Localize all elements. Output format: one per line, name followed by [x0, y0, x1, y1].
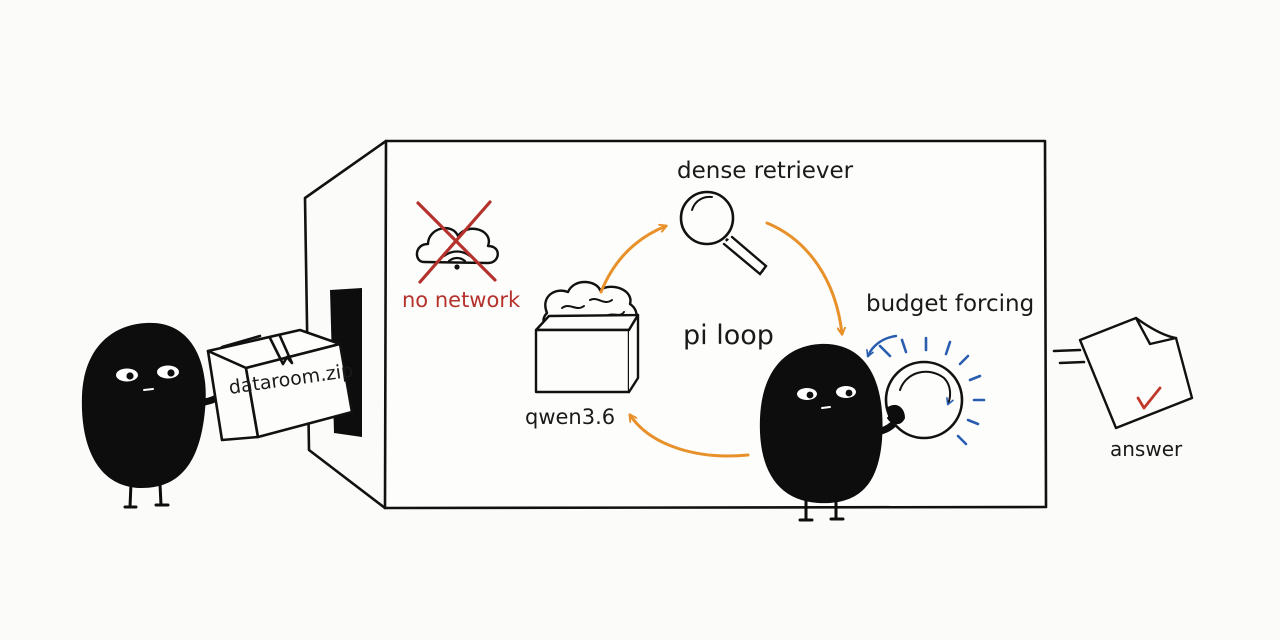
- pi-loop-label: pi loop: [683, 320, 774, 351]
- budget-dial-icon: [868, 334, 986, 446]
- sandbox-box: [303, 139, 1048, 510]
- dataroom-box-icon: [206, 328, 354, 442]
- arrow-retriever-to-budget: [765, 221, 842, 334]
- no-network-label: no network: [402, 288, 521, 312]
- magnifier-icon: [679, 190, 768, 276]
- model-label: qwen3.6: [525, 405, 616, 429]
- left-character: [81, 322, 226, 509]
- output-motion-lines: [1052, 348, 1086, 365]
- loop-arrows: [599, 221, 842, 458]
- answer-label: answer: [1110, 437, 1183, 461]
- dense-retriever-label: dense retriever: [677, 158, 854, 184]
- answer-document-icon: [1078, 316, 1194, 430]
- arrow-budget-to-model: [628, 415, 750, 458]
- no-network-icon: [415, 200, 499, 284]
- brain-box-icon: [534, 280, 640, 394]
- arrow-model-to-retriever: [599, 226, 666, 294]
- budget-forcing-label: budget forcing: [866, 291, 1035, 317]
